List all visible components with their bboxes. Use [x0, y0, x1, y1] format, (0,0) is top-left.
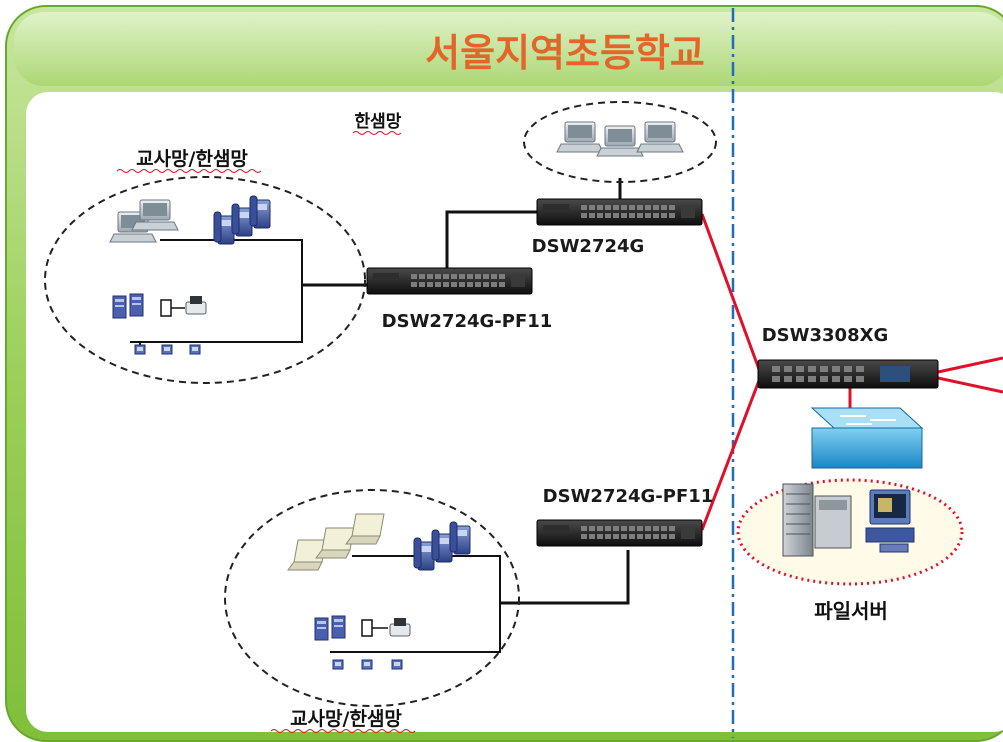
file-server-devices: [782, 483, 915, 557]
client-node-icon: [332, 659, 344, 670]
network-switch-icon: [810, 407, 924, 469]
server-icon: [331, 615, 346, 639]
ip-phone-icon: [213, 211, 235, 245]
ip-phone-icon: [249, 195, 271, 229]
server-icon: [112, 295, 127, 319]
workstation-icon: [865, 489, 915, 553]
title-band: [14, 12, 1003, 86]
diagram-title: 서울지역초등학교: [425, 31, 705, 75]
server-icon: [314, 617, 329, 641]
student-net-cloud: [523, 101, 717, 183]
upper-lan-label: 교사망/한샘망: [136, 148, 248, 170]
upper-lan-cloud: [44, 176, 366, 384]
client-node-icon: [361, 659, 373, 670]
ip-phone-icon: [431, 529, 453, 563]
upper-lan-devices: [109, 195, 271, 355]
switch-label-upper-access: DSW2724G: [532, 236, 645, 257]
switch-upper-access: [536, 198, 703, 226]
lower-black-links: [500, 550, 630, 605]
ip-phone-icon: [413, 537, 435, 571]
client-node-icon: [161, 344, 173, 355]
switch-label-core: DSW3308XG: [762, 325, 889, 346]
lower-lan-label: 교사망/한샘망: [290, 708, 402, 730]
switch-label-lower-poe: DSW2724G-PF11: [543, 486, 714, 507]
ip-phone-icon: [231, 203, 253, 237]
switch-label-upper-poe: DSW2724G-PF11: [382, 311, 553, 332]
spellcheck-underlines: [116, 131, 416, 733]
red-uplinks: [700, 213, 1003, 531]
student-pc-group: [556, 121, 684, 157]
switch-core: [757, 359, 939, 389]
switch-lower-poe: [536, 519, 703, 547]
lower-lan-cloud: [224, 489, 520, 707]
client-node-icon: [391, 659, 403, 670]
server-icon: [782, 483, 814, 557]
client-node-icon: [189, 344, 201, 355]
lower-lan-devices: [287, 513, 471, 670]
server-icon: [129, 293, 144, 317]
inner-panel: [26, 92, 1003, 732]
file-server-label: 파일서버: [814, 599, 888, 623]
switch-upper-poe: [366, 267, 533, 295]
patch-panel-icon: [361, 619, 373, 637]
patch-panel-icon: [160, 299, 172, 317]
ip-phone-icon: [449, 521, 471, 555]
student-net-label: 한샘망: [355, 112, 402, 132]
client-node-icon: [134, 344, 146, 355]
